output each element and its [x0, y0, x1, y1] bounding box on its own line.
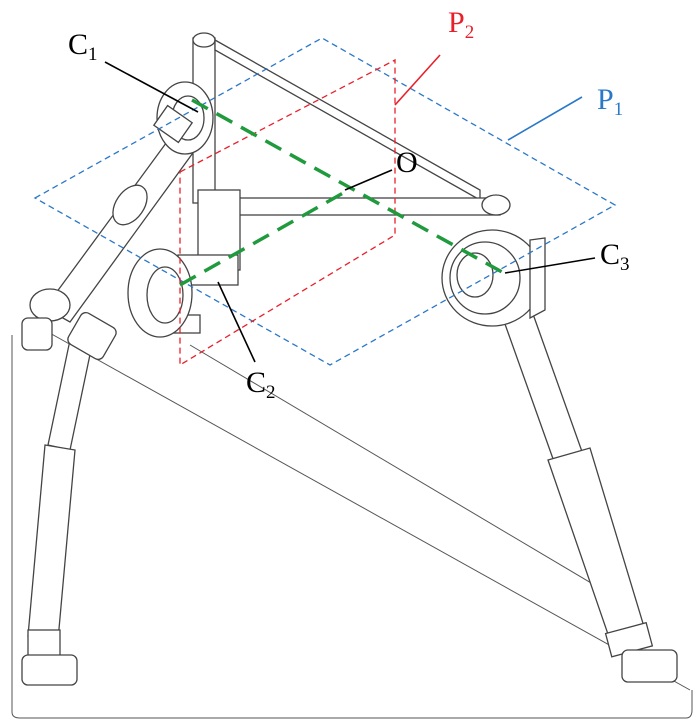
label-c1-sub: 1: [88, 44, 98, 65]
right-leg: [499, 299, 678, 683]
base-plate: [11, 321, 693, 719]
leader-lines: [104, 54, 596, 363]
plane-p1: [33, 37, 617, 366]
joint-c3: [441, 229, 546, 327]
joint-c2: [127, 248, 193, 338]
left-lower-leg: [21, 311, 117, 686]
label-o: O: [396, 148, 418, 178]
label-c1: C1: [68, 30, 98, 70]
label-c3-main: C: [600, 238, 621, 271]
joint-c1: [152, 81, 214, 155]
label-c1-main: C: [68, 28, 89, 61]
label-p1-sub: 1: [613, 99, 624, 120]
label-c2-sub: 2: [266, 382, 276, 403]
label-p2-main: P: [448, 6, 465, 39]
label-c3-sub: 3: [620, 254, 630, 275]
label-p1: P1: [597, 85, 623, 125]
plane-p2: [179, 58, 396, 367]
label-c2-main: C: [246, 366, 267, 399]
left-upper-leg: [29, 134, 196, 323]
label-p2-sub: 2: [464, 22, 475, 43]
label-o-main: O: [396, 146, 418, 179]
label-c3: C3: [600, 240, 630, 280]
label-c2: C2: [246, 368, 276, 408]
axis-c2-o: [179, 186, 353, 287]
axis-c1-c3: [191, 98, 503, 274]
label-p1-main: P: [597, 83, 614, 116]
label-p2: P2: [448, 8, 474, 48]
